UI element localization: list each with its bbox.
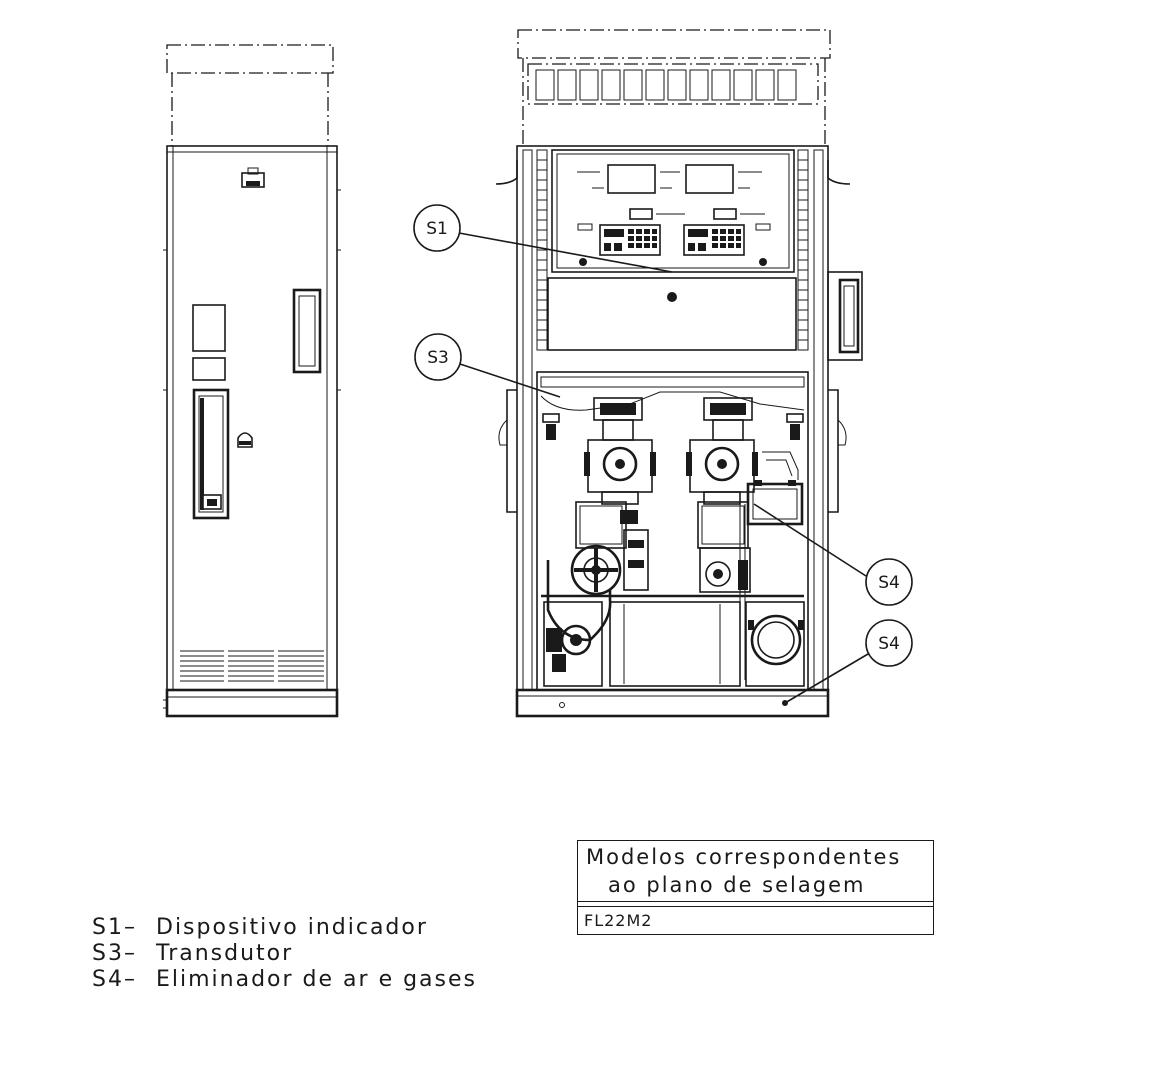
models-table-divider (578, 901, 933, 907)
legend-code: S3– (92, 941, 137, 966)
callout-s4-upper-label: S4 (878, 573, 900, 593)
side-view (163, 44, 341, 718)
callout-s1: S1 (413, 204, 673, 273)
right-meter (686, 397, 804, 680)
legend-text: Transdutor (156, 941, 294, 966)
legend-item: S3– Transdutor (92, 941, 477, 967)
models-table: Modelos correspondentes ao plano de sela… (577, 840, 934, 935)
callout-s4-upper: S4 (753, 503, 913, 606)
legend-text: Eliminador de ar e gases (156, 967, 478, 992)
legend-item: S4– Eliminador de ar e gases (92, 967, 477, 993)
callout-s3-label: S3 (427, 348, 449, 368)
legend-code: S4– (92, 967, 137, 992)
models-table-value: FL22M2 (584, 911, 653, 930)
seal-legend: S1– Dispositivo indicador S3– Transdutor S… (92, 915, 477, 993)
models-header-line2: ao plano de selagem (608, 873, 866, 897)
callout-s3: S3 (414, 333, 561, 398)
legend-code: S1– (92, 915, 137, 940)
legend-text: Dispositivo indicador (156, 915, 428, 940)
callout-s4-lower-label: S4 (878, 634, 900, 654)
callout-s1-label: S1 (426, 219, 448, 239)
legend-item: S1– Dispositivo indicador (92, 915, 477, 941)
models-header-line1: Modelos correspondentes (586, 845, 902, 869)
callout-s4-lower: S4 (784, 619, 913, 704)
models-table-header: Modelos correspondentes ao plano de sela… (578, 841, 933, 901)
front-view (495, 29, 863, 718)
